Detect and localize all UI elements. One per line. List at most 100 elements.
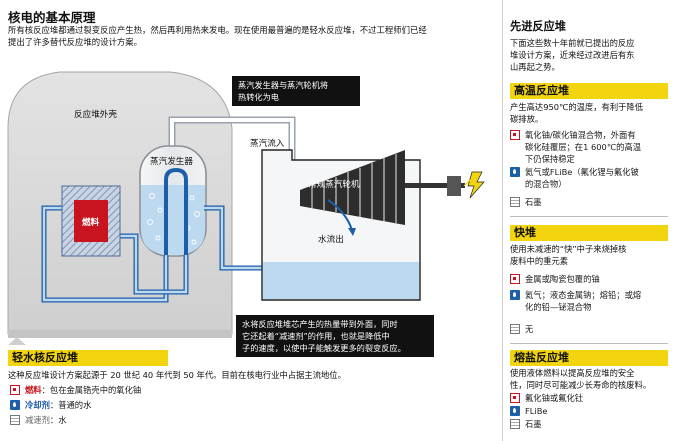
bubbles <box>147 193 200 245</box>
advanced-heading: 先进反应堆 <box>510 20 566 33</box>
high-temp-fuel-line: 氧化铀/碳化铀混合物，外面有 <box>525 130 636 140</box>
primary-loop-inner <box>42 206 168 302</box>
callout-line: 热转化为电 <box>238 92 279 102</box>
lwr-fuel-row: 燃料：包在金属锆壳中的氧化铀 <box>10 384 141 396</box>
coolant-icon <box>510 406 520 416</box>
turbine-shaft <box>405 183 465 188</box>
high-temp-coolant-line: 的混合物） <box>525 179 567 189</box>
reactor-diagram <box>7 71 485 338</box>
molten-salt-fuel-row: 氟化铀或氟化钍 <box>510 392 668 404</box>
moderator-icon <box>510 324 520 334</box>
molten-salt-desc-line: 使用液体燃料以提高反应堆的安全 <box>510 368 635 378</box>
fast-moderator: 无 <box>525 324 534 334</box>
molten-salt-heading: 熔盐反应堆 <box>510 350 668 366</box>
advanced-line: 山再起之势。 <box>510 62 560 72</box>
callout-line: 它还起着“减速剂”的作用，也就是降低中 <box>242 331 390 341</box>
label-steam-in: 蒸汽流入 <box>250 139 285 149</box>
lwr-heading: 轻水核反应堆 <box>8 350 168 366</box>
high-temp-fuel-line: 下仍保持稳定 <box>525 154 575 164</box>
fuel-icon <box>10 385 20 395</box>
molten-salt-coolant-row: FLiBe <box>510 405 668 417</box>
fast-desc-line: 使用未减速的“快”中子来烧掉核 <box>510 244 627 254</box>
coolant-icon <box>510 290 520 300</box>
moderator-icon <box>510 419 520 429</box>
molten-salt-moderator-row: 石墨 <box>510 418 668 430</box>
lwr-moderator-text: ：水 <box>49 415 67 425</box>
fuel-icon <box>510 393 520 403</box>
high-temp-fuel-row: 氧化铀/碳化铀混合物，外面有 碳化硅覆层；在1 600℃的高温 下仍保持稳定 <box>510 129 668 165</box>
water-flow-arrow <box>327 199 353 231</box>
molten-salt-desc-line: 性，同时尽可能减少长寿命的核废料。 <box>510 380 652 390</box>
fast-fuel: 金属或陶瓷包覆的铀 <box>525 274 600 284</box>
page-title: 核电的基本原理 <box>8 10 96 25</box>
sidebar: 先进反应堆 下面这些数十年前就已提出的反应 堆设计方案，近来经过改进后有东 山再… <box>510 18 668 430</box>
fuel-icon <box>510 274 520 284</box>
fast-desc: 使用未减速的“快”中子来烧掉核 废料中的重元素 <box>510 243 668 267</box>
generator <box>447 176 461 196</box>
separator <box>510 343 668 344</box>
label-fuel: 燃料 <box>82 218 100 228</box>
sidebar-divider <box>502 0 503 441</box>
electricity-icon <box>467 171 485 199</box>
callout-water-moderator: 水将反应堆堆芯产生的热量带到外面，同时 它还起着“减速剂”的作用，也就是降低中 … <box>236 315 434 357</box>
steam-generator-water <box>141 185 205 255</box>
intro-line: 提出了许多替代反应堆的设计方案。 <box>8 37 142 47</box>
fast-coolant-line: 化的铅—铋混合物 <box>525 302 592 312</box>
advanced-line: 下面这些数十年前就已提出的反应 <box>510 38 635 48</box>
lwr-coolant-row: 冷却剂：普通的水 <box>10 399 91 411</box>
fuel-block <box>74 200 108 242</box>
high-temp-moderator-row: 石墨 <box>510 196 668 208</box>
high-temp-coolant-line: 氦气或FLiBe（氟化锂与氟化铍 <box>525 167 639 177</box>
fast-fuel-row: 金属或陶瓷包覆的铀 <box>510 273 668 285</box>
intro-line: 所有核反应堆都通过裂变反应产生热，然后再利用热来发电。现在使用最普遍的是轻水反应… <box>8 25 427 35</box>
u-tube <box>164 167 188 255</box>
lwr-coolant-text: ：普通的水 <box>49 400 92 410</box>
intro-text: 所有核反应堆都通过裂变反应产生热，然后再利用热来发电。现在使用最普遍的是轻水反应… <box>8 24 498 48</box>
turbine-blades <box>311 154 397 223</box>
moderator-icon <box>510 197 520 207</box>
advanced-text: 下面这些数十年前就已提出的反应 堆设计方案，近来经过改进后有东 山再起之势。 <box>510 37 668 73</box>
lwr-moderator-label: 减速剂 <box>25 415 50 425</box>
lwr-arrow <box>8 337 26 345</box>
separator <box>510 216 668 217</box>
label-water-out: 水流出 <box>318 235 344 245</box>
primary-loop-return-inner <box>120 234 188 294</box>
high-temp-heading: 高温反应堆 <box>510 83 668 99</box>
high-temp-desc-line: 产生高达950℃的温度，有利于降低 <box>510 102 644 112</box>
fast-coolant-line: 氦气；液态金属钠；熔铅；或熔 <box>525 290 642 300</box>
high-temp-desc: 产生高达950℃的温度，有利于降低 碳排放。 <box>510 101 668 125</box>
label-containment: 反应堆外壳 <box>74 110 117 120</box>
coolant-icon <box>510 167 520 177</box>
condenser-water <box>263 262 419 299</box>
molten-salt-coolant: FLiBe <box>525 406 548 416</box>
high-temp-desc-line: 碳排放。 <box>510 114 544 124</box>
lwr-coolant-label: 冷却剂 <box>25 400 50 410</box>
fast-desc-line: 废料中的重元素 <box>510 256 569 266</box>
lwr-moderator-row: 减速剂：水 <box>10 414 67 426</box>
fuel-icon <box>510 130 520 140</box>
callout-line: 蒸汽发生器与蒸汽轮机将 <box>238 80 329 90</box>
molten-salt-moderator: 石墨 <box>525 419 542 429</box>
high-temp-fuel-line: 碳化硅覆层；在1 600℃的高温 <box>525 142 642 152</box>
turbine-rotor <box>300 150 405 225</box>
callout-steam-turbine: 蒸汽发生器与蒸汽轮机将 热转化为电 <box>232 76 360 106</box>
label-steam-generator: 蒸汽发生器 <box>150 157 193 167</box>
lwr-fuel-text: ：包在金属锆壳中的氧化铀 <box>41 385 142 395</box>
moderator-icon <box>10 415 20 425</box>
coolant-icon <box>10 400 20 410</box>
callout-line: 子的速度，以使中子能触发更多的裂变反应。 <box>242 343 406 353</box>
label-turbine: 常规蒸汽轮机 <box>308 180 360 190</box>
high-temp-coolant-row: 氦气或FLiBe（氟化锂与氟化铍 的混合物） <box>510 166 668 190</box>
high-temp-moderator: 石墨 <box>525 197 542 207</box>
lwr-fuel-label: 燃料 <box>25 385 42 395</box>
steam-pipe-inner <box>170 118 294 160</box>
shell-floor <box>8 330 232 338</box>
molten-salt-desc: 使用液体燃料以提高反应堆的安全 性，同时尽可能减少长寿命的核废料。 <box>510 367 668 391</box>
molten-salt-fuel: 氟化铀或氟化钍 <box>525 393 584 403</box>
feedwater-pipe-inner <box>204 206 262 270</box>
advanced-line: 堆设计方案，近来经过改进后有东 <box>510 50 635 60</box>
fast-heading: 快堆 <box>510 225 668 241</box>
callout-line: 水将反应堆堆芯产生的热量带到外面，同时 <box>242 319 398 329</box>
fast-moderator-row: 无 <box>510 323 668 335</box>
lwr-description: 这种反应堆设计方案起源于 20 世纪 40 年代到 50 年代。目前在核电行业中… <box>8 370 346 380</box>
